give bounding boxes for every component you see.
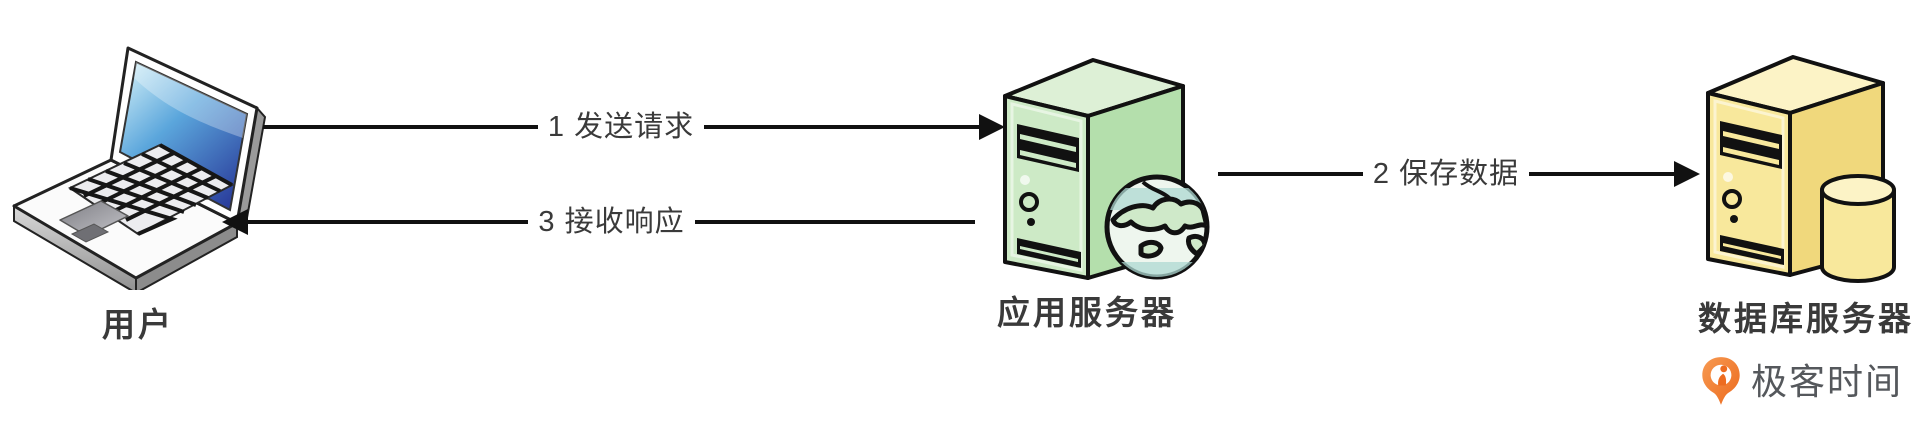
geektime-logo: 极客时间 bbox=[1700, 355, 1903, 409]
edge-save-data: 2 保存数据 bbox=[1218, 154, 1700, 194]
edge-line bbox=[694, 220, 975, 224]
edge-label-save-data: 2 保存数据 bbox=[1372, 158, 1520, 190]
arrowhead-left-icon bbox=[222, 209, 248, 235]
database-server-icon bbox=[1706, 55, 1896, 283]
laptop-icon bbox=[12, 46, 267, 290]
edge-line bbox=[248, 220, 529, 224]
geektime-pin-icon bbox=[1702, 357, 1740, 405]
edge-line bbox=[1529, 172, 1674, 176]
app-server-globe-icon bbox=[1003, 58, 1210, 280]
edge-line bbox=[704, 125, 979, 129]
node-label-db-server: 数据库服务器 bbox=[1698, 300, 1914, 337]
edge-line bbox=[1218, 172, 1363, 176]
edge-send-request: 1 发送请求 bbox=[263, 107, 1005, 147]
edge-receive-response: 3 接收响应 bbox=[222, 202, 975, 242]
arrowhead-right-icon bbox=[1674, 161, 1700, 187]
node-label-app-server: 应用服务器 bbox=[997, 294, 1177, 331]
geektime-logo-text: 极客时间 bbox=[1751, 361, 1904, 402]
edge-line bbox=[263, 125, 538, 129]
edge-label-send-request: 1 发送请求 bbox=[547, 111, 695, 143]
node-label-user: 用户 bbox=[102, 306, 174, 343]
arrowhead-right-icon bbox=[979, 114, 1005, 140]
edge-label-receive-response: 3 接收响应 bbox=[538, 206, 685, 238]
